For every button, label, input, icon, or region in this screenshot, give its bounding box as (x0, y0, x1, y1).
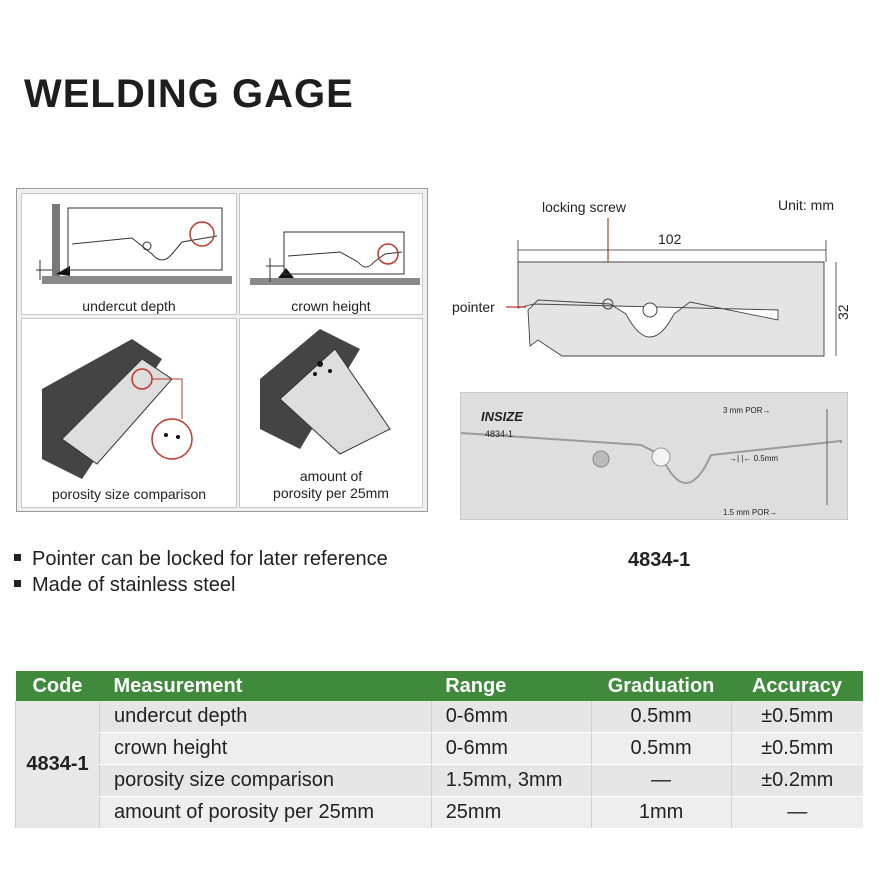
crown-caption: crown height (291, 298, 371, 314)
measurement-cell: amount of porosity per 25mm (98, 796, 432, 829)
bullet-icon (14, 580, 21, 588)
locking-screw-label: locking screw (542, 199, 627, 215)
gage-body-drawing (517, 261, 825, 357)
porosity-amount-caption-line2: porosity per 25mm (273, 485, 389, 501)
model-caption: 4834-1 (628, 549, 691, 571)
undercut-illustration: undercut depth (21, 193, 237, 315)
graduation-cell: 0.5mm (590, 732, 732, 765)
page-title: WELDING GAGE (24, 72, 354, 116)
range-cell: 0-6mm (430, 701, 592, 733)
porosity-amount-caption-line1: amount of (299, 468, 363, 484)
half-mm-label: →| |← 0.5mm (729, 454, 778, 463)
crown-diagram (250, 231, 420, 285)
porosity-size-caption: porosity size comparison (51, 486, 207, 502)
header-graduation: Graduation (591, 671, 732, 701)
accuracy-cell: ±0.5mm (730, 701, 863, 733)
header-accuracy: Accuracy (731, 671, 863, 701)
crown-illustration: crown height (239, 193, 423, 315)
range-cell: 25mm (430, 796, 592, 829)
measurement-cell: porosity size comparison (98, 764, 432, 797)
bullet-icon (14, 554, 21, 562)
porosity-size-illustration: porosity size comparison (21, 318, 237, 508)
photo-model-number: 4834-1 (485, 429, 513, 439)
header-measurement: Measurement (99, 671, 432, 701)
graduation-cell: — (590, 764, 732, 797)
range-cell: 0-6mm (430, 732, 592, 765)
code-cell: 4834-1 (15, 701, 100, 829)
product-photo: INSIZE 4834-1 3 mm POR→ 1.5 mm POR→ →| |… (460, 392, 848, 520)
width-value: 102 (658, 231, 682, 247)
height-value: 32 (835, 304, 851, 320)
measurement-cell: crown height (98, 732, 432, 765)
range-cell: 1.5mm, 3mm (430, 764, 592, 797)
product-photo-art: INSIZE 4834-1 3 mm POR→ 1.5 mm POR→ →| |… (460, 393, 847, 519)
unit-label: Unit: mm (778, 197, 834, 213)
table-row: amount of porosity per 25mm 25mm 1mm — (16, 796, 863, 829)
accuracy-cell: — (730, 796, 863, 829)
accuracy-cell: ±0.2mm (730, 764, 863, 797)
por-15mm-label: 1.5 mm POR→ (723, 508, 777, 517)
porosity-amount-diagram (260, 329, 391, 455)
porosity-size-diagram (42, 339, 193, 479)
usage-illustrations: undercut depth crown height porosity siz… (16, 188, 428, 512)
undercut-diagram (36, 204, 232, 284)
feature-list: Pointer can be locked for later referenc… (14, 546, 388, 598)
table-header-row: Code Measurement Range Graduation Accura… (15, 671, 863, 701)
dimension-drawing: locking screw Unit: mm 102 32 pointer (452, 197, 851, 357)
table-row: porosity size comparison 1.5mm, 3mm — ±0… (16, 764, 863, 797)
porosity-amount-illustration: amount of porosity per 25mm (239, 318, 423, 508)
pointer-label: pointer (452, 299, 495, 315)
brand-mark: INSIZE (481, 409, 523, 424)
measurement-cell: undercut depth (98, 701, 432, 733)
feature-item: Made of stainless steel (14, 572, 388, 598)
table-row: crown height 0-6mm 0.5mm ±0.5mm (16, 732, 863, 765)
spec-table: Code Measurement Range Graduation Accura… (15, 671, 863, 829)
header-code: Code (15, 671, 100, 701)
feature-item: Pointer can be locked for later referenc… (14, 546, 388, 572)
graduation-cell: 1mm (590, 796, 732, 829)
undercut-caption: undercut depth (82, 298, 176, 314)
table-row: 4834-1 undercut depth 0-6mm 0.5mm ±0.5mm (15, 701, 863, 829)
header-range: Range (431, 671, 592, 701)
accuracy-cell: ±0.5mm (730, 732, 863, 765)
por-3mm-label: 3 mm POR→ (723, 406, 771, 415)
graduation-cell: 0.5mm (590, 701, 732, 733)
